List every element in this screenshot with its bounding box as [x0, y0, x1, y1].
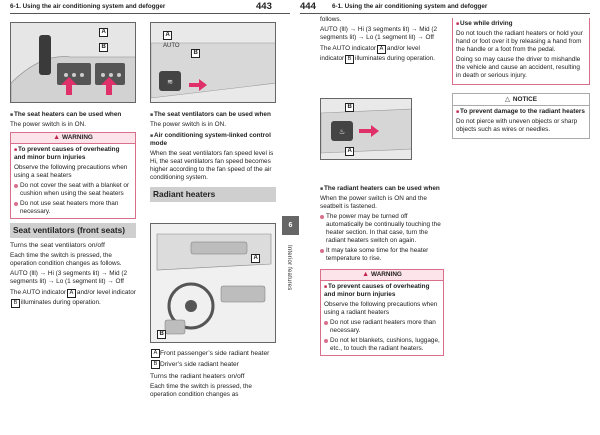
warning-header: ▲WARNING — [321, 270, 443, 281]
auto-indicator-prefix: The AUTO indicator — [10, 289, 67, 296]
warning-label: WARNING — [371, 271, 402, 278]
indicator-word: indicator — [111, 289, 136, 296]
radiant-sequence: AUTO (lll) → Hi (3 segments lit) → Mid (… — [320, 26, 438, 41]
box-b: B — [151, 360, 160, 369]
box-b: B — [11, 299, 20, 308]
left-page-header: 6-1. Using the air conditioning system a… — [10, 0, 290, 14]
box-a: A — [377, 45, 386, 54]
radiant-heaters-illustration — [151, 224, 275, 342]
right-page-number: 444 — [300, 1, 316, 12]
seat-heater-switch-figure: A B — [10, 22, 136, 103]
notice-heading: To prevent damage to the radiant heaters — [456, 108, 586, 116]
seat-heater-switch-illustration — [11, 23, 135, 102]
seat-heater-warning-box: ▲WARNING To prevent causes of overheatin… — [10, 132, 136, 219]
radiant-heaters-figure: A B — [150, 223, 276, 343]
radiant-heaters-section-title: Radiant heaters — [150, 187, 276, 202]
illuminates-text: illuminates during operation. — [355, 55, 435, 62]
use-while-driving-box: Use while driving Do not touch the radia… — [452, 18, 590, 85]
warning-triangle-icon: ▲ — [362, 271, 370, 278]
seat-ventilators-usage-title: The seat ventilators can be used when — [150, 111, 276, 119]
seat-ventilators-body: Each time the switch is pressed, the ope… — [10, 252, 122, 267]
seat-ventilators-sequence: AUTO (lll) → Hi (3 segments lit) → Mid (… — [10, 270, 128, 285]
label-b: B — [345, 103, 355, 112]
notice-body: Do not pierce with uneven objects or sha… — [456, 118, 578, 133]
warning-triangle-icon: ▲ — [53, 134, 61, 141]
radiant-turns-text: Turns the radiant heaters on/off — [150, 373, 245, 380]
right-column-1: follows. AUTO (lll) → Hi (3 segments lit… — [320, 16, 444, 66]
right-column-1-continued: The radiant heaters can be used when Whe… — [320, 182, 444, 359]
box-a: A — [151, 349, 160, 358]
right-column-2: Use while driving Do not touch the radia… — [452, 18, 590, 142]
warning-intro: Observe the following precautions when u… — [14, 164, 128, 179]
warning-bullet: Do not use seat heaters more than necess… — [14, 200, 132, 216]
radiant-usage-title: The radiant heaters can be used when — [320, 185, 444, 193]
seat-ventilator-switch-figure: ≋ AUTO A B — [150, 22, 276, 103]
right-page-header: 444 6-1. Using the air conditioning syst… — [300, 0, 590, 14]
and-or-level-text: and/or level — [76, 289, 110, 296]
label-a: A — [163, 31, 173, 40]
seat-ventilators-usage-body: The power switch is in ON. — [150, 121, 227, 128]
label-b: B — [157, 330, 167, 339]
chapter-tab: 6 — [282, 216, 299, 235]
use-while-driving-body-2: Doing so may cause the driver to mishand… — [456, 56, 581, 79]
warning-bullet: Do not let blankets, cushions, luggage, … — [324, 337, 440, 353]
linked-mode-title: Air conditioning system-linked control m… — [150, 132, 276, 148]
radiant-each-time-text: Each time the switch is pressed, the ope… — [150, 383, 252, 398]
label-a: A — [99, 28, 109, 37]
warning-label: WARNING — [62, 134, 93, 141]
auto-indicator-prefix: The AUTO indicator — [320, 45, 377, 52]
warning-heading: To prevent causes of overheating and min… — [14, 146, 132, 162]
follows-text: follows. — [320, 16, 342, 23]
notice-label: NOTICE — [512, 96, 538, 103]
radiant-warning-box: ▲WARNING To prevent causes of overheatin… — [320, 269, 444, 356]
box-a: A — [67, 289, 76, 298]
radiant-usage-body: When the power switch is ON and the seat… — [320, 195, 427, 210]
warning-bullet: Do not cover the seat with a blanket or … — [14, 182, 132, 198]
notice-header: △NOTICE — [453, 94, 589, 106]
right-page: 444 6-1. Using the air conditioning syst… — [300, 0, 600, 435]
left-page-number: 443 — [256, 1, 272, 12]
label-a: A — [251, 254, 261, 263]
warning-heading: To prevent causes of overheating and min… — [324, 283, 440, 299]
label-a: A — [345, 147, 355, 156]
use-while-driving-body-1: Do not touch the radiant heaters or hold… — [456, 30, 583, 53]
caption-text: Driver’s side radiant heater — [160, 361, 239, 368]
use-while-driving-heading: Use while driving — [456, 20, 586, 28]
left-header-title: 6-1. Using the air conditioning system a… — [10, 3, 166, 10]
left-column-2: The seat ventilators can be used when Th… — [150, 108, 276, 205]
box-b: B — [345, 55, 355, 64]
label-b: B — [99, 43, 109, 52]
warning-intro: Observe the following precautions when u… — [324, 301, 438, 316]
right-header-title: 6-1. Using the air conditioning system a… — [332, 3, 488, 10]
notice-triangle-icon: △ — [504, 96, 510, 103]
svg-text:♨: ♨ — [339, 128, 345, 136]
seat-heaters-usage-body: The power switch is in ON. — [10, 121, 87, 128]
seat-heaters-usage-title: The seat heaters can be used when — [10, 111, 136, 119]
label-b: B — [191, 49, 201, 58]
radiant-heater-switch-figure: ♨ B A — [320, 98, 412, 160]
left-page: 6-1. Using the air conditioning system a… — [0, 0, 300, 435]
chapter-tab-text: Interior features — [286, 245, 292, 291]
caption-text: Front passenger’s side radiant heater — [160, 350, 270, 357]
svg-text:≋: ≋ — [167, 78, 173, 86]
radiant-heater-switch-illustration: ♨ — [321, 99, 411, 159]
radiant-note: The power may be turned off automaticall… — [320, 213, 444, 245]
warning-header: ▲WARNING — [11, 133, 135, 144]
left-column-1: The seat heaters can be used when The po… — [10, 108, 136, 310]
radiant-note: It may take some time for the heater tem… — [320, 247, 444, 263]
illuminates-text: illuminates during operation. — [20, 299, 101, 306]
indicator-word: indicator — [320, 55, 345, 62]
seat-ventilators-intro: Turns the seat ventilators on/off — [10, 242, 105, 249]
and-or-level-text: and/or level — [386, 45, 420, 52]
auto-indicator-text: AUTO — [163, 43, 180, 49]
warning-bullet: Do not use radiant heaters more than nec… — [324, 319, 440, 335]
notice-box: △NOTICE To prevent damage to the radiant… — [452, 93, 590, 139]
seat-ventilators-section-title: Seat ventilators (front seats) — [10, 223, 136, 238]
linked-mode-body: When the seat ventilators fan speed leve… — [150, 150, 274, 181]
